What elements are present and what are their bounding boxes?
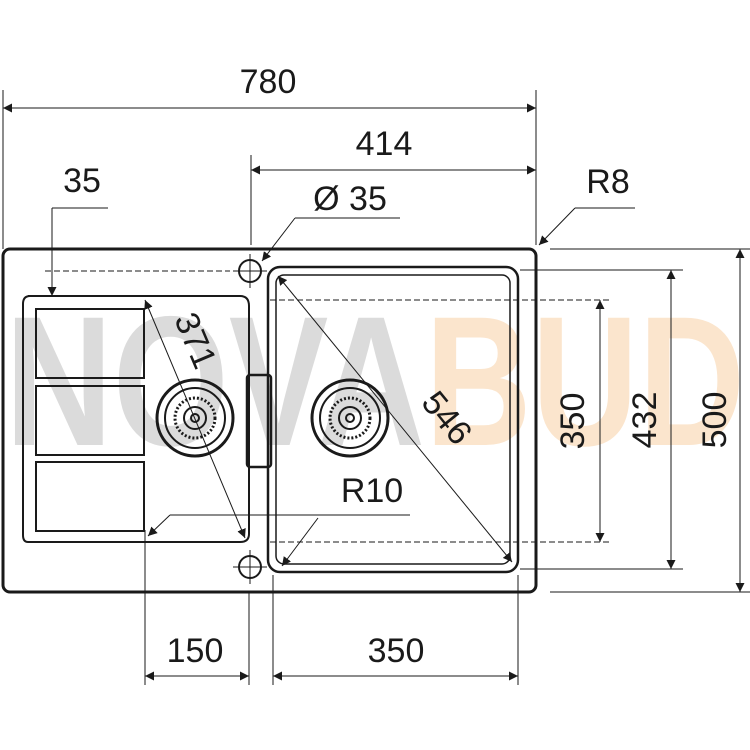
label-tap-hole-diameter: Ø 35 — [313, 180, 387, 218]
drainer-rib-1 — [35, 308, 145, 379]
main-bowl-outline — [266, 265, 520, 574]
overflow-slot — [245, 373, 273, 469]
label-outer-radius: R8 — [586, 163, 629, 201]
dim-line-371 — [144, 299, 246, 539]
tap-hole-bottom — [233, 550, 267, 584]
drainer-rib-2 — [35, 385, 145, 456]
sink-outer-outline — [1, 247, 538, 594]
drainer-outline — [22, 295, 250, 543]
label-total-depth: 500 — [696, 392, 734, 449]
label-bowl-width: 350 — [368, 632, 425, 670]
label-bowl-section-width: 414 — [356, 125, 413, 163]
dim-line-546 — [277, 275, 513, 563]
label-drainer-width: 150 — [167, 632, 224, 670]
watermark-accent-text: BUD — [425, 279, 745, 485]
drainer-rib-3 — [35, 461, 145, 532]
label-inner-radius: R10 — [341, 472, 403, 510]
label-inner-depth: 432 — [626, 392, 664, 449]
tap-hole-top — [233, 254, 267, 288]
label-bowl-depth: 350 — [554, 393, 592, 450]
leader-tap-hole — [261, 217, 296, 262]
label-total-width: 780 — [240, 63, 297, 101]
leader-r8 — [538, 207, 576, 246]
label-drainer-offset: 35 — [63, 162, 101, 200]
leader-r10-left — [147, 514, 171, 537]
